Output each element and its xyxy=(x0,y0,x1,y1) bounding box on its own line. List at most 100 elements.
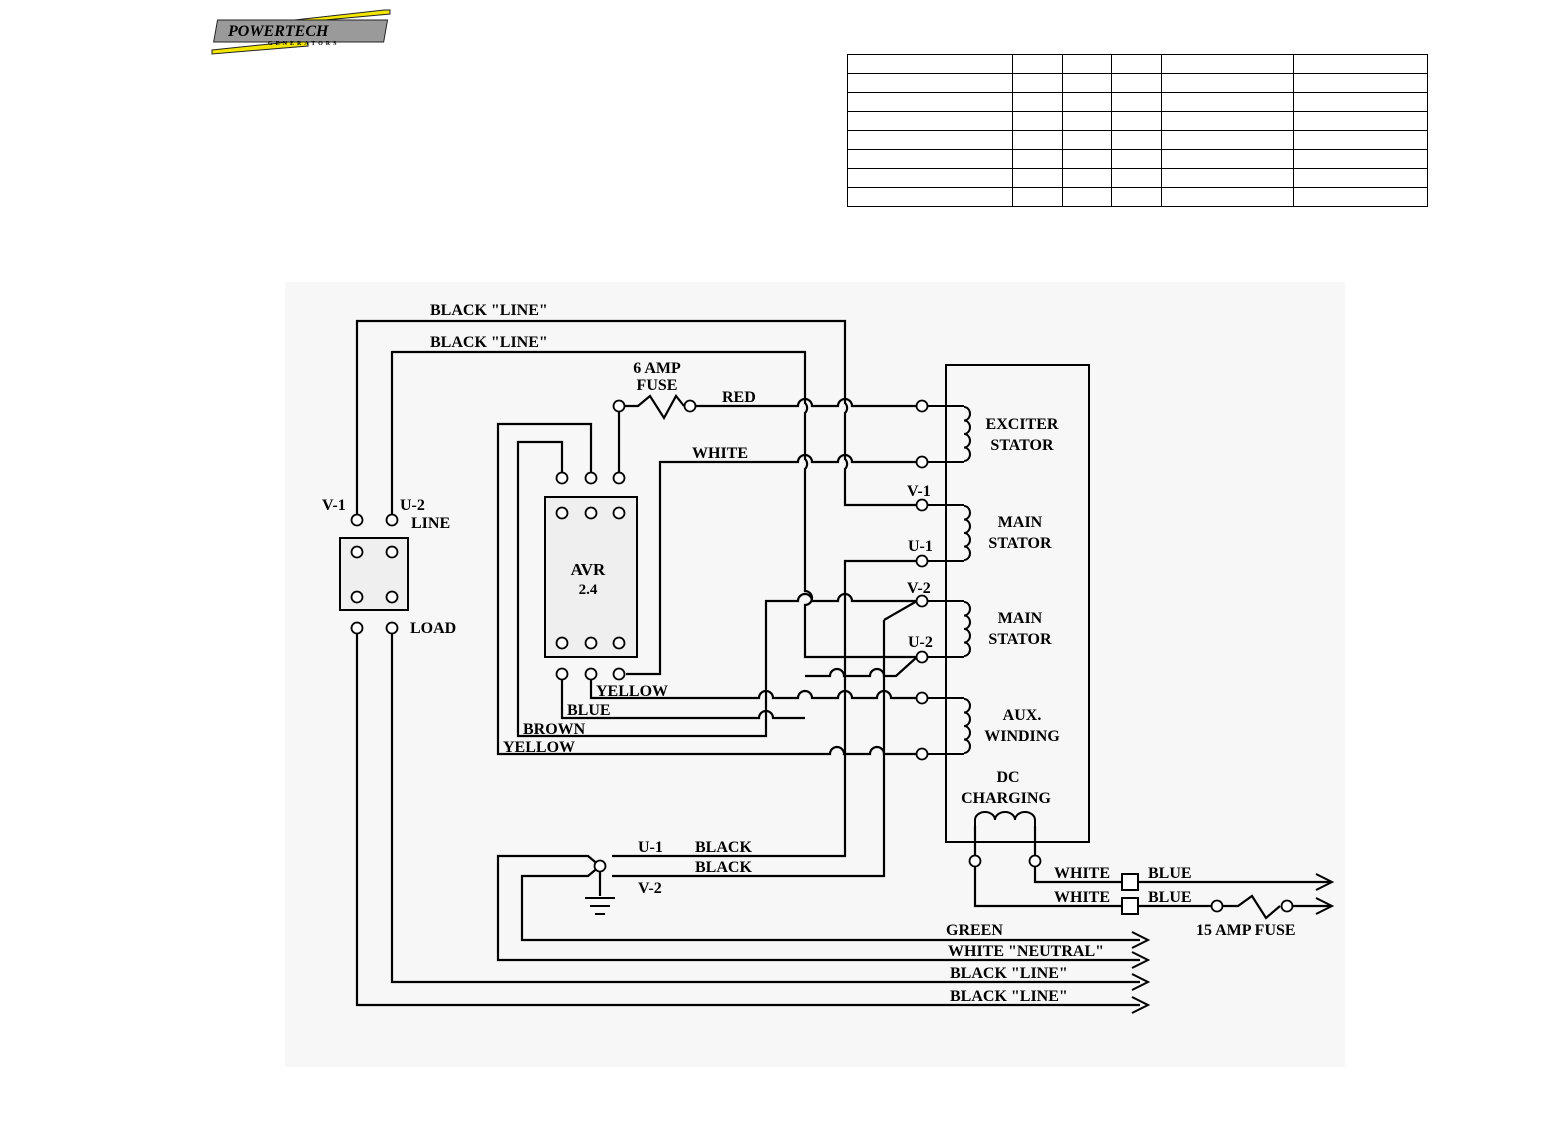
arrow-head xyxy=(1131,973,1151,991)
terminal xyxy=(385,621,399,635)
dc-coil xyxy=(974,811,1036,826)
terminal xyxy=(612,506,626,520)
label-u1-bottom: U-1 xyxy=(638,839,663,856)
terminal xyxy=(915,455,929,469)
terminal xyxy=(350,513,364,527)
label-line: LINE xyxy=(411,515,450,532)
table-cell xyxy=(1161,92,1294,112)
table-cell xyxy=(847,92,1013,112)
label-main2-1: MAIN xyxy=(998,610,1043,627)
label-main1-1: MAIN xyxy=(998,514,1043,531)
table-cell xyxy=(1293,111,1428,131)
table-cell xyxy=(1161,54,1294,74)
dc-white-wire-1 xyxy=(1033,866,1122,884)
label-black-2: BLACK xyxy=(695,859,752,876)
terminal xyxy=(915,650,929,664)
label-exciter-2: STATOR xyxy=(990,437,1054,454)
label-exciter-1: EXCITER xyxy=(986,416,1059,433)
table-cell xyxy=(1062,111,1112,131)
label-red: RED xyxy=(722,389,756,406)
table-cell xyxy=(1111,187,1162,207)
table-cell xyxy=(1293,73,1428,93)
terminal xyxy=(350,545,364,559)
table-cell xyxy=(1062,73,1112,93)
terminal xyxy=(1280,899,1294,913)
blue-wire xyxy=(560,679,805,720)
table-cell xyxy=(847,130,1013,150)
label-fuse-15a: 15 AMP FUSE xyxy=(1196,922,1296,939)
table-row xyxy=(847,130,1428,150)
black-line-wire-2 xyxy=(390,350,922,659)
wiring-diagram: BLACK "LINE"BLACK "LINE"6 AMPFUSEREDWHIT… xyxy=(285,282,1345,1067)
label-black-line-out-2: BLACK "LINE" xyxy=(950,988,1068,1005)
label-main2-2: STATOR xyxy=(988,631,1052,648)
label-u1-right: U-1 xyxy=(908,538,933,555)
u1-black-wire xyxy=(612,559,917,858)
black-line-out-wire-2 xyxy=(390,633,1140,984)
terminal xyxy=(915,747,929,761)
terminal xyxy=(915,554,929,568)
terminal xyxy=(915,594,929,608)
yellow-wire-1 xyxy=(589,679,917,700)
terminal xyxy=(555,506,569,520)
label-v1-left: V-1 xyxy=(322,497,346,514)
label-dc-2: CHARGING xyxy=(961,790,1051,807)
label-aux-1: AUX. xyxy=(1003,707,1042,724)
terminal xyxy=(385,590,399,604)
terminal xyxy=(584,667,598,681)
table-cell xyxy=(847,149,1013,169)
terminal xyxy=(350,621,364,635)
terminal xyxy=(584,506,598,520)
label-blue-dc-1: BLUE xyxy=(1148,865,1192,882)
table-cell xyxy=(1111,149,1162,169)
terminal xyxy=(683,399,697,413)
label-black-line-1: BLACK "LINE" xyxy=(430,302,548,319)
label-black-line-2: BLACK "LINE" xyxy=(430,334,548,351)
logo-stripe-bottom xyxy=(211,39,309,55)
label-white-dc-1: WHITE xyxy=(1054,865,1110,882)
terminal xyxy=(915,399,929,413)
logo-text: POWERTECH xyxy=(227,23,329,40)
table-cell xyxy=(847,73,1013,93)
label-main1-2: STATOR xyxy=(988,535,1052,552)
label-fuse-6a-line1: 6 AMP xyxy=(633,360,681,377)
terminal xyxy=(555,636,569,650)
table-cell xyxy=(1012,149,1063,169)
main-stator-2-coil xyxy=(963,601,971,657)
terminal xyxy=(612,667,626,681)
table-cell xyxy=(1111,54,1162,74)
label-aux-2: WINDING xyxy=(984,728,1060,745)
table-cell xyxy=(1111,168,1162,188)
terminal xyxy=(584,471,598,485)
table-cell xyxy=(1062,54,1112,74)
table-cell xyxy=(1012,54,1063,74)
exciter-coil xyxy=(963,406,971,462)
table-cell xyxy=(847,187,1013,207)
label-green: GREEN xyxy=(946,922,1003,939)
label-black-1: BLACK xyxy=(695,839,752,856)
arrow-head xyxy=(1131,951,1151,969)
main-stator-1-coil xyxy=(963,505,971,561)
table-cell xyxy=(847,54,1013,74)
terminal xyxy=(555,471,569,485)
table-cell xyxy=(1161,149,1294,169)
brown-wire xyxy=(516,440,917,738)
white-neutral-wire xyxy=(496,854,1140,962)
table-cell xyxy=(1293,149,1428,169)
label-blue-dc-2: BLUE xyxy=(1148,889,1192,906)
label-avr-line2: 2.4 xyxy=(579,582,598,598)
label-yellow-2: YELLOW xyxy=(503,739,575,756)
terminal xyxy=(1028,854,1042,868)
table-cell xyxy=(1293,168,1428,188)
table-cell xyxy=(1012,187,1063,207)
label-brown: BROWN xyxy=(523,721,586,738)
table-row xyxy=(847,168,1428,188)
v2-black-wire xyxy=(612,620,886,878)
dc-connector-2 xyxy=(1121,897,1139,915)
black-line-out-wire-1 xyxy=(355,633,1140,1007)
label-blue: BLUE xyxy=(567,702,611,719)
terminal xyxy=(385,545,399,559)
arrow-head xyxy=(1315,873,1335,891)
label-white: WHITE xyxy=(692,445,748,462)
table-cell xyxy=(1062,187,1112,207)
